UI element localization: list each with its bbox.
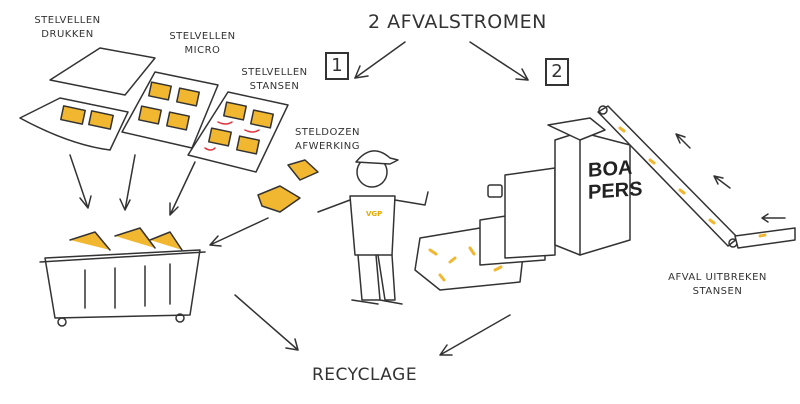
label-line: STANSEN: [692, 286, 743, 297]
label-line: AFWERKING: [295, 141, 360, 152]
label-line: STANSEN: [249, 81, 300, 92]
label-stelvellen-drukken: STELVELLEN DRUKKEN: [25, 14, 110, 42]
label-line: STELVELLEN: [34, 15, 101, 26]
sheet-drukken: [19, 47, 156, 151]
steldozen-boxes: [257, 159, 319, 213]
arrow-to-stream-1: [354, 41, 406, 79]
label-line: DRUKKEN: [41, 29, 94, 40]
label-afval-uitbreken-stansen: AFVAL UITBREKEN STANSEN: [660, 271, 775, 299]
label-stelvellen-stansen: STELVELLEN STANSEN: [232, 66, 317, 94]
sheet-micro: [121, 71, 219, 149]
label-recyclage: RECYCLAGE: [312, 365, 418, 385]
stream-1-badge: 1: [325, 52, 349, 80]
boa-press-machine: [479, 117, 631, 266]
arrow-steldozen-to-container: [209, 217, 269, 247]
label-steldozen-afwerking: STELDOZEN AFWERKING: [285, 126, 370, 154]
waste-container: [39, 227, 206, 327]
arrow-to-stream-2: [469, 41, 529, 81]
label-line: STELVELLEN: [169, 31, 236, 42]
stream-2-badge: 2: [545, 58, 569, 86]
worker-figure: [317, 150, 429, 305]
machine-name: BOA PERS: [588, 156, 642, 204]
label-line: MICRO: [184, 45, 221, 56]
arrow-micro-to-container: [119, 154, 136, 211]
machine-name-line: PERS: [588, 178, 643, 204]
arrow-stansen-to-container: [169, 161, 196, 216]
label-stelvellen-micro: STELVELLEN MICRO: [160, 30, 245, 58]
arrow-press-to-recyclage: [439, 314, 511, 356]
label-line: STELDOZEN: [294, 127, 361, 138]
shirt-logo: VGP: [366, 210, 383, 218]
arrow-drukken-to-container: [69, 154, 92, 209]
conveyor-belt: [597, 105, 796, 249]
label-line: STELVELLEN: [241, 67, 308, 78]
arrow-worker-to-recyclage: [234, 294, 299, 351]
sheet-stansen: [187, 91, 289, 173]
title-2-afvalstromen: 2 AFVALSTROMEN: [368, 11, 547, 33]
label-line: AFVAL UITBREKEN: [668, 272, 767, 283]
